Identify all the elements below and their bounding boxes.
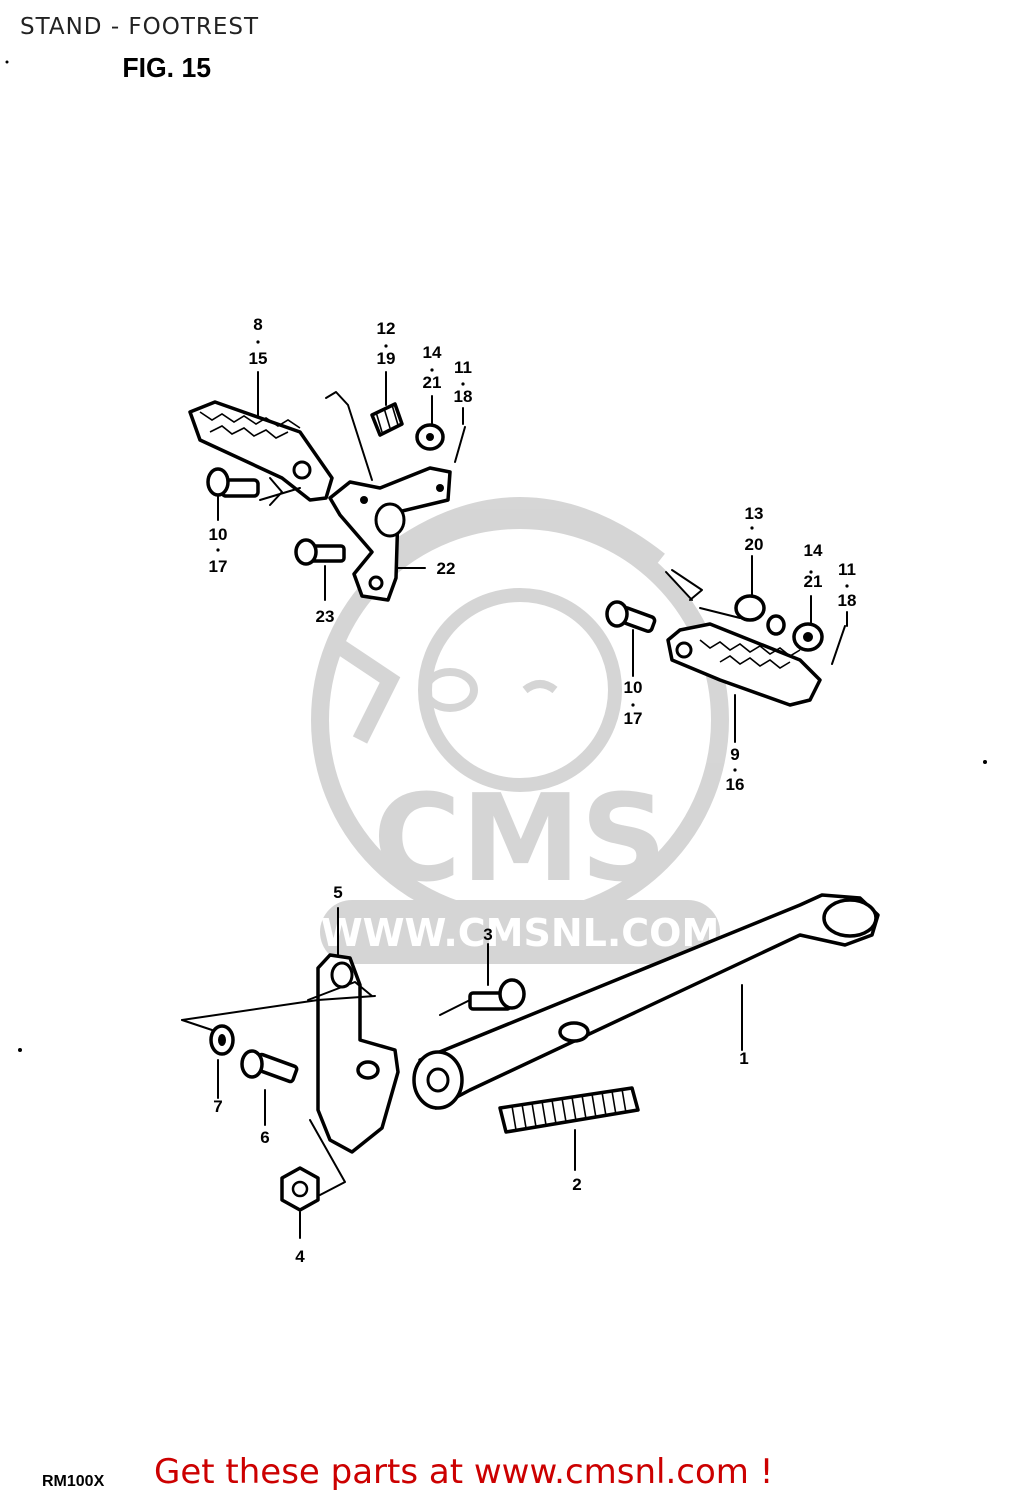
left-footrest-pin bbox=[206, 467, 260, 498]
left-footrest-spring bbox=[370, 402, 404, 437]
callout-17-right: 17 bbox=[624, 709, 643, 728]
callout-19: 19 bbox=[377, 349, 396, 368]
side-stand-spring bbox=[498, 1086, 640, 1134]
callout-23: 23 bbox=[316, 607, 335, 626]
side-stand-bracket bbox=[316, 953, 400, 1154]
callout-14-right: 14 bbox=[804, 541, 823, 560]
callout-2: 2 bbox=[572, 1175, 581, 1194]
callout-9: 9 bbox=[730, 745, 739, 764]
callout-20: 20 bbox=[745, 535, 764, 554]
callout-18-left: 18 bbox=[454, 387, 473, 406]
callout-7: 7 bbox=[213, 1097, 222, 1116]
callout-8: 8 bbox=[253, 315, 262, 334]
callout-5: 5 bbox=[333, 883, 342, 902]
watermark-url-bar bbox=[320, 900, 720, 964]
cmsnl-watermark: CMS WWW.CMSNL.COM bbox=[311, 497, 729, 964]
watermark-brand: CMS bbox=[373, 770, 667, 909]
watermark-wrench-icon bbox=[325, 633, 401, 744]
callout-13: 13 bbox=[745, 504, 764, 523]
right-footrest-spring bbox=[699, 594, 786, 636]
watermark-mascot-face bbox=[418, 588, 622, 792]
watermark-mascot-cap bbox=[375, 497, 665, 567]
left-footrest-assembly bbox=[188, 340, 466, 602]
callout-15: 15 bbox=[249, 349, 268, 368]
footer-parts-link[interactable]: Get these parts at www.cmsnl.com ! bbox=[154, 1452, 774, 1492]
callout-18-right: 18 bbox=[838, 591, 857, 610]
callout-21-right: 21 bbox=[804, 572, 823, 591]
page-title: STAND - FOOTREST bbox=[20, 14, 260, 40]
callout-4: 4 bbox=[295, 1247, 305, 1266]
watermark-mascot-eye bbox=[422, 668, 478, 712]
callout-22: 22 bbox=[437, 559, 456, 578]
side-stand-bolt bbox=[468, 978, 526, 1011]
callout-17-left: 17 bbox=[209, 557, 228, 576]
callout-10-left: 10 bbox=[209, 525, 228, 544]
watermark-url: WWW.CMSNL.COM bbox=[321, 911, 720, 955]
callout-11-left: 11 bbox=[454, 358, 472, 377]
side-stand-assembly bbox=[181, 893, 880, 1239]
left-bracket-bolt bbox=[294, 538, 346, 566]
figure-label: FIG. 15 bbox=[122, 52, 212, 83]
right-footrest-assembly bbox=[605, 526, 849, 772]
callout-10-right: 10 bbox=[624, 678, 643, 697]
left-footrest-bracket bbox=[328, 466, 452, 602]
watermark-mascot-wink bbox=[522, 680, 558, 694]
callout-1: 1 bbox=[739, 1049, 748, 1068]
side-stand-nut bbox=[280, 1166, 320, 1212]
left-footrest-cotter-pin bbox=[454, 426, 466, 463]
callout-21-left: 21 bbox=[423, 373, 442, 392]
callout-3: 3 bbox=[483, 925, 492, 944]
watermark-mascot-ring bbox=[311, 511, 729, 929]
model-code: RM100X bbox=[42, 1473, 105, 1490]
right-footrest-pin bbox=[605, 600, 657, 634]
callout-14-left: 14 bbox=[423, 343, 442, 362]
callout-11-right: 11 bbox=[838, 560, 856, 579]
callout-12: 12 bbox=[377, 319, 396, 338]
callout-6: 6 bbox=[260, 1128, 269, 1147]
callout-numbers: 8 15 12 19 14 21 11 18 10 17 22 23 13 20… bbox=[209, 315, 857, 1266]
callout-16: 16 bbox=[726, 775, 745, 794]
right-footrest-cotter-pin bbox=[831, 625, 846, 665]
right-footrest-peg bbox=[666, 622, 822, 707]
side-stand-bracket-bolt bbox=[240, 1049, 299, 1084]
left-footrest-peg bbox=[188, 400, 334, 502]
side-stand-bar bbox=[412, 893, 880, 1110]
